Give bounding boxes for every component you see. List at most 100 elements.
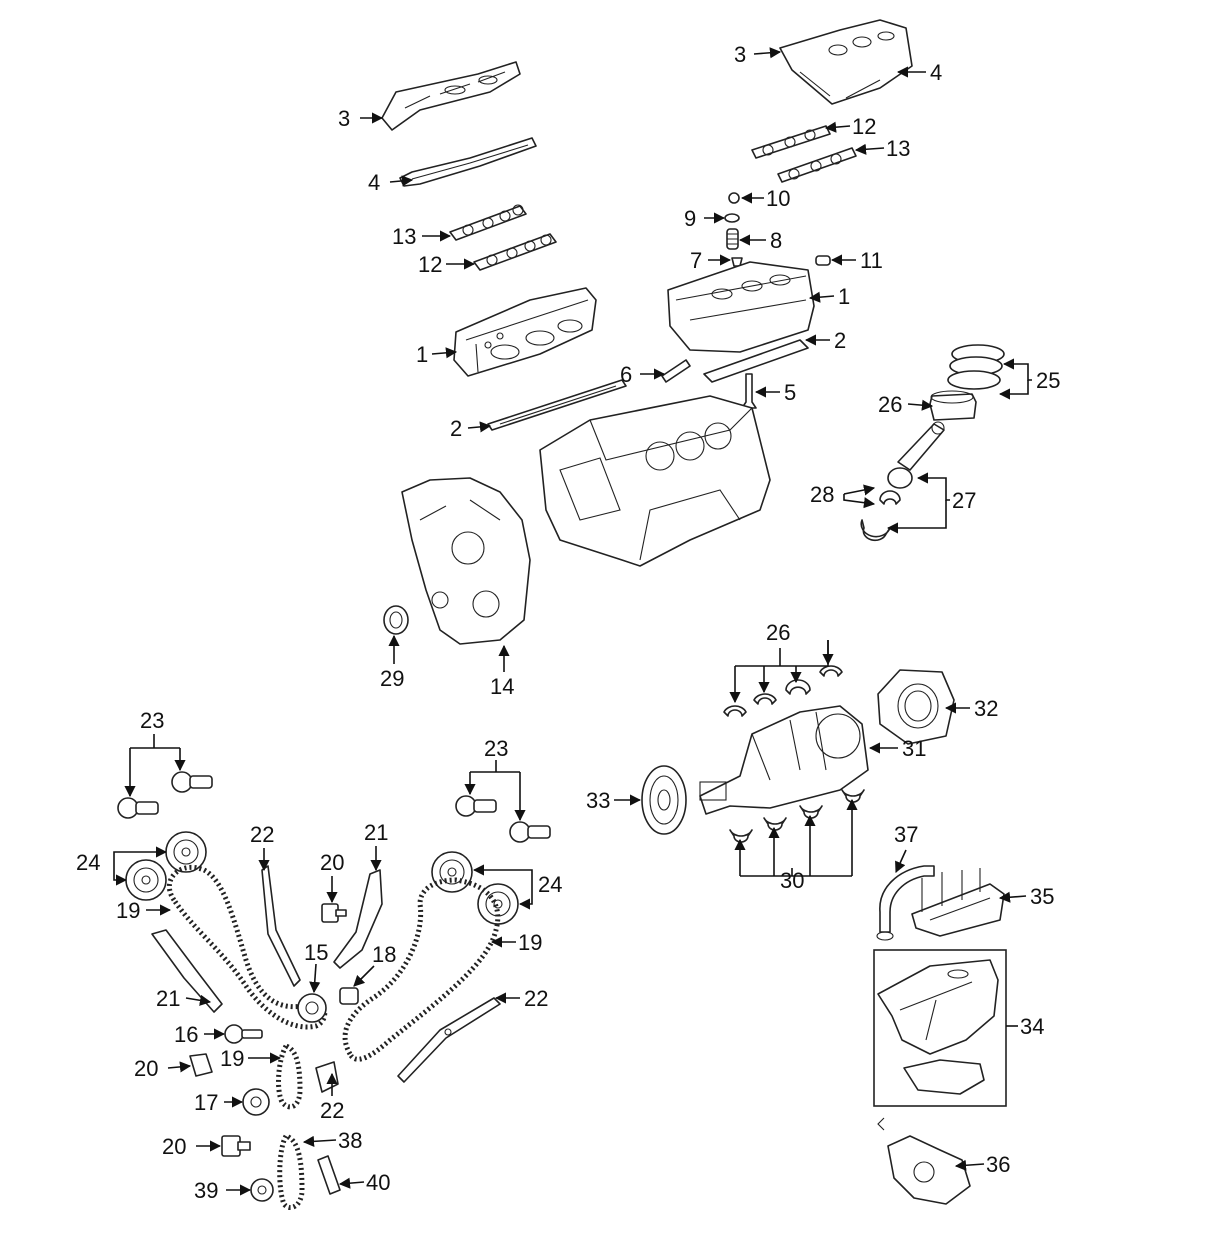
callout-3-left: 3 xyxy=(338,106,350,131)
piston-26 xyxy=(929,390,977,421)
callout-12-right: 12 xyxy=(852,114,876,139)
vvt-bolt-right-upper-23 xyxy=(455,795,497,817)
vvt-bolt-left-upper-23 xyxy=(171,771,213,793)
callout-33: 33 xyxy=(586,788,610,813)
callout-17: 17 xyxy=(194,1090,218,1115)
camshaft-left-13 xyxy=(449,204,527,241)
callout-27: 27 xyxy=(952,488,976,513)
cam-sprocket-left-lower-24 xyxy=(125,859,167,901)
valve-spring-8 xyxy=(726,228,739,250)
callout-12-left: 12 xyxy=(418,252,442,277)
connecting-rod-27 xyxy=(887,421,945,489)
idler-bolt-18 xyxy=(339,987,359,1005)
valve-keeper-10 xyxy=(728,192,740,204)
callout-37: 37 xyxy=(894,822,918,847)
lash-adjuster-11 xyxy=(815,255,831,266)
chain-guide-left-22 xyxy=(261,865,301,987)
callout-29: 29 xyxy=(380,666,404,691)
callout-2-right: 2 xyxy=(834,328,846,353)
crankshaft-31 xyxy=(699,705,869,815)
callout-9: 9 xyxy=(684,206,696,231)
valve-seal-9 xyxy=(724,213,740,223)
callout-15: 15 xyxy=(304,940,328,965)
camshaft-right-13 xyxy=(777,147,857,183)
valve-cover-gasket-left xyxy=(399,137,537,187)
oil-pump-chain-tensioner-40 xyxy=(317,1155,341,1195)
crank-pulley-33 xyxy=(641,765,687,835)
vvt-bolt-left-lower-23 xyxy=(117,797,159,819)
callout-18: 18 xyxy=(372,942,396,967)
chain-tensioner-lower-20 xyxy=(221,1135,251,1157)
cylinder-head-left xyxy=(453,287,597,377)
callout-19-right: 19 xyxy=(518,930,542,955)
callout-26-main-bearings: 26 xyxy=(766,620,790,645)
callout-8: 8 xyxy=(770,228,782,253)
callout-labels: 3 4 13 12 1 6 2 3 4 12 13 10 9 8 7 11 1 … xyxy=(76,42,1060,1203)
callout-20-lower: 20 xyxy=(162,1134,186,1159)
callout-38: 38 xyxy=(338,1128,362,1153)
chain-guide-right-22 xyxy=(397,997,501,1083)
piston-rings-25 xyxy=(947,344,1005,390)
rod-bearing-upper-28 xyxy=(879,490,901,505)
callout-1-left: 1 xyxy=(416,342,428,367)
callout-35: 35 xyxy=(1030,884,1054,909)
callout-22-left-guide: 22 xyxy=(250,822,274,847)
callout-5: 5 xyxy=(784,380,796,405)
tensioner-arm-left-21 xyxy=(151,929,223,1013)
callout-2-left: 2 xyxy=(450,416,462,441)
callout-23-left: 23 xyxy=(140,708,164,733)
callout-19-left: 19 xyxy=(116,898,140,923)
rod-bearing-lower-28 xyxy=(860,519,891,542)
valve-cover-right xyxy=(779,19,913,105)
callout-20-upper: 20 xyxy=(320,850,344,875)
callout-26-piston: 26 xyxy=(878,392,902,417)
callout-20-middle: 20 xyxy=(134,1056,158,1081)
callout-21-left: 21 xyxy=(156,986,180,1011)
windage-tray-35 xyxy=(911,868,1005,937)
callout-30: 30 xyxy=(780,868,804,893)
rear-main-seal-32 xyxy=(877,669,955,745)
idler-shaft-16 xyxy=(224,1024,263,1044)
engine-block xyxy=(539,395,771,567)
callout-24-left: 24 xyxy=(76,850,100,875)
callout-19-primary: 19 xyxy=(220,1046,244,1071)
callout-1-right: 1 xyxy=(838,284,850,309)
callout-24-right: 24 xyxy=(538,872,562,897)
callout-16: 16 xyxy=(174,1022,198,1047)
callout-6: 6 xyxy=(620,362,632,387)
oil-pump-chain-38 xyxy=(277,1133,305,1210)
camshaft-right-12 xyxy=(751,125,831,159)
callout-23-right: 23 xyxy=(484,736,508,761)
oil-pan-34 xyxy=(877,959,999,1095)
callout-36: 36 xyxy=(986,1152,1010,1177)
cylinder-head-right xyxy=(667,261,815,353)
vvt-bolt-right-lower-23 xyxy=(509,821,551,843)
cam-sprocket-right-upper-24 xyxy=(431,851,473,893)
callout-21-right: 21 xyxy=(364,820,388,845)
callout-22-small-guide: 22 xyxy=(320,1098,344,1123)
oil-pickup-tube-37 xyxy=(876,865,935,941)
callout-25: 25 xyxy=(1036,368,1060,393)
oil-pump-sprocket-39 xyxy=(250,1178,274,1202)
timing-chain-primary-19 xyxy=(276,1042,303,1110)
callout-14: 14 xyxy=(490,674,514,699)
oil-pump-36 xyxy=(877,1117,971,1205)
callout-28: 28 xyxy=(810,482,834,507)
callout-3-right: 3 xyxy=(734,42,746,67)
chain-tensioner-upper-20 xyxy=(321,903,347,923)
callout-4-left: 4 xyxy=(368,170,380,195)
parts-illustrations xyxy=(117,19,1007,1210)
valve-cover-left xyxy=(381,61,521,131)
head-gasket-right xyxy=(703,339,809,383)
callout-34: 34 xyxy=(1020,1014,1044,1039)
callout-32: 32 xyxy=(974,696,998,721)
callout-13-left: 13 xyxy=(392,224,416,249)
timing-cover-14 xyxy=(401,477,531,645)
head-bolt-6 xyxy=(661,359,691,383)
chain-tensioner-middle-20 xyxy=(189,1053,213,1077)
crank-sprocket-15 xyxy=(297,993,327,1023)
oil-pan-assembly-box-34 xyxy=(873,949,1007,1107)
callout-39: 39 xyxy=(194,1178,218,1203)
front-seal-29 xyxy=(383,605,409,635)
